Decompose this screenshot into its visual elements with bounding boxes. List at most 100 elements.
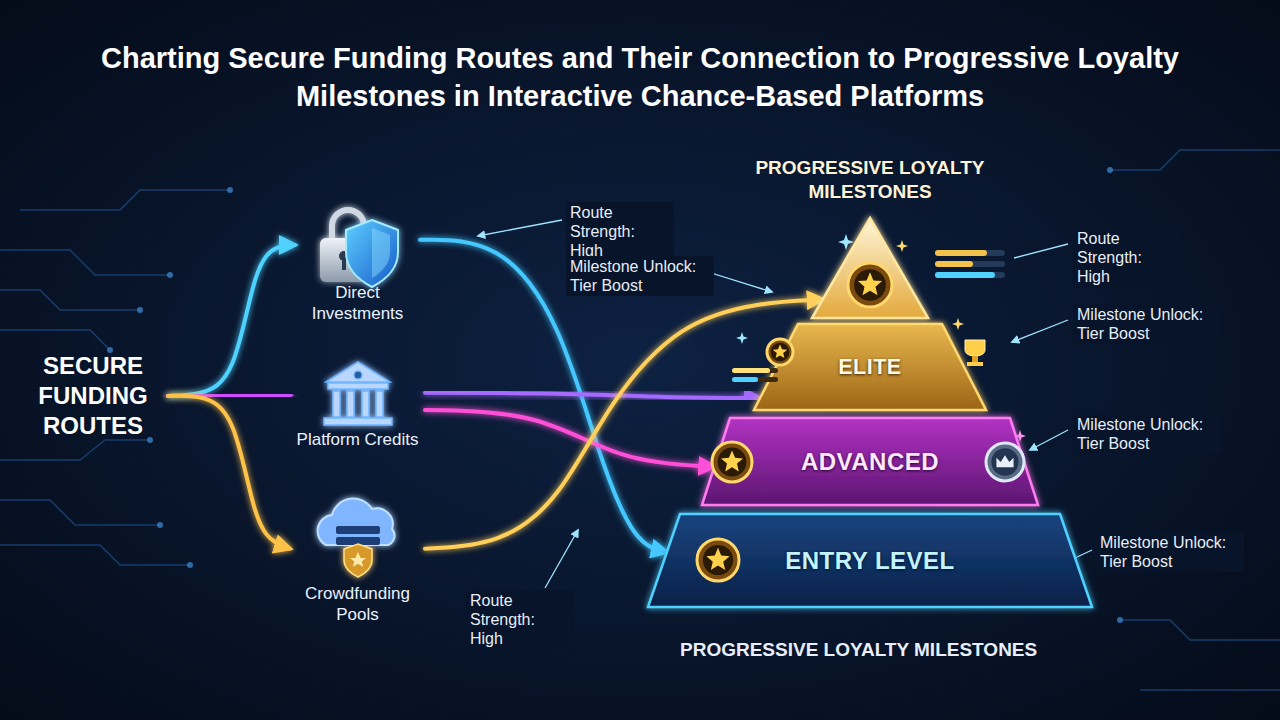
tier-badges bbox=[712, 442, 1024, 482]
circuit-dots-part bbox=[157, 522, 163, 528]
pyramid-top-tier: PROGRESSIVE LOYALTY MILESTONES bbox=[740, 150, 1000, 318]
progress-bars-part bbox=[935, 272, 995, 278]
badge-core bbox=[771, 343, 790, 362]
badge-core bbox=[991, 448, 1018, 475]
circuit-dots-part bbox=[137, 307, 143, 313]
progress-bars-part bbox=[935, 272, 1005, 278]
cloud-icon bbox=[318, 499, 395, 577]
cloud-icon-part bbox=[336, 526, 380, 534]
sparkles bbox=[736, 234, 1026, 442]
diagram-title: Charting Secure Funding Routes and Their… bbox=[40, 40, 1240, 115]
node-label: Direct Investments bbox=[295, 282, 420, 325]
pyramid-tier: ENTRY LEVEL bbox=[648, 514, 1092, 607]
trophy-stem bbox=[972, 356, 978, 362]
callout-label: Milestone Unlock: Tier Boost bbox=[1096, 532, 1244, 572]
star-icon bbox=[706, 548, 729, 570]
crown-icon bbox=[996, 455, 1013, 467]
callout-label: Route Strength: High bbox=[466, 590, 574, 650]
sparkles-part bbox=[896, 240, 908, 252]
circuit-lines-part bbox=[1120, 620, 1280, 640]
badge-ring bbox=[986, 443, 1024, 481]
callout-label: Milestone Unlock: Tier Boost bbox=[1073, 414, 1221, 454]
bank-icon-part bbox=[376, 391, 383, 417]
badge-ring bbox=[848, 263, 892, 307]
circuit-dots-part bbox=[1117, 617, 1123, 623]
circuit-lines-part bbox=[1110, 150, 1280, 170]
bank-icon bbox=[324, 362, 392, 425]
circuit-lines-part bbox=[0, 500, 160, 525]
bank-icon-part bbox=[354, 371, 362, 379]
cloud-icon-part bbox=[318, 499, 395, 545]
sparkles-part bbox=[736, 332, 748, 344]
badge-core bbox=[854, 269, 886, 301]
progress-bars-part bbox=[935, 261, 973, 267]
circuit-lines-part bbox=[0, 290, 140, 310]
circuit-lines-part bbox=[0, 440, 150, 460]
circuit-dots-part bbox=[187, 562, 193, 568]
circuit-lines-part bbox=[1140, 689, 1280, 691]
badge-ring bbox=[712, 442, 752, 482]
leader-lines-part bbox=[1014, 244, 1068, 258]
progress-bar bbox=[732, 368, 778, 373]
circuit-dots-part bbox=[167, 272, 173, 278]
leader-lines-part bbox=[1012, 320, 1068, 342]
bank-icon-part bbox=[326, 362, 390, 382]
trophy-base bbox=[967, 362, 983, 366]
badge-core bbox=[718, 448, 747, 477]
tier-outline bbox=[754, 324, 986, 410]
lock-shield-icon-part bbox=[372, 228, 390, 278]
lock-shield-icon-part bbox=[342, 258, 346, 270]
leader-lines-part bbox=[708, 272, 772, 292]
node-label: Platform Credits bbox=[290, 429, 425, 450]
callout-label: Route Strength: High bbox=[566, 202, 674, 262]
tier-name: ENTRY LEVEL bbox=[785, 547, 955, 575]
trophy-icon bbox=[965, 340, 985, 356]
bank-icon-part bbox=[324, 418, 392, 425]
badge-ring bbox=[697, 539, 739, 581]
flow-connector bbox=[168, 396, 290, 549]
tier-outline bbox=[702, 418, 1038, 505]
callout-label: Route Strength: High bbox=[1073, 228, 1181, 288]
badge-ring bbox=[767, 339, 793, 365]
tier-badges bbox=[848, 263, 892, 307]
callout-label: Milestone Unlock: Tier Boost bbox=[566, 256, 714, 296]
circuit-dots-part bbox=[1107, 167, 1113, 173]
star-icon bbox=[721, 450, 743, 471]
circuit-dots bbox=[107, 167, 1123, 623]
progress-bars-part bbox=[935, 261, 1005, 267]
tier-outline bbox=[812, 218, 928, 318]
circuit-dots-part bbox=[147, 437, 153, 443]
node-label: SECURE FUNDING ROUTES bbox=[18, 351, 168, 441]
progress-bar bbox=[732, 377, 778, 382]
leader-lines-part bbox=[1030, 430, 1068, 450]
tier-name: ADVANCED bbox=[801, 448, 939, 476]
flow-connector bbox=[425, 393, 760, 398]
flow-connector bbox=[425, 410, 714, 467]
sparkles-part bbox=[952, 318, 964, 330]
circuit-lines-part bbox=[0, 545, 190, 565]
pyramid-tier: ADVANCED bbox=[702, 418, 1038, 505]
lock-shield-icon-part bbox=[346, 220, 398, 287]
route-source: SECURE FUNDING ROUTES bbox=[18, 345, 168, 447]
circuit-lines-part bbox=[0, 330, 110, 350]
bank-icon-part bbox=[362, 391, 369, 417]
bank-icon-part bbox=[333, 391, 340, 417]
callout-label: Milestone Unlock: Tier Boost bbox=[1073, 304, 1221, 344]
funding-route: Crowdfunding Pools bbox=[290, 505, 425, 634]
circuit-lines-part bbox=[0, 250, 170, 275]
tier-badges bbox=[697, 539, 739, 581]
badge-core bbox=[703, 545, 733, 575]
tier-outline bbox=[648, 514, 1092, 607]
funding-route: Platform Credits bbox=[290, 355, 425, 477]
bank-icon-part bbox=[328, 383, 388, 389]
circuit-lines bbox=[0, 150, 1280, 690]
tier-name: ELITE bbox=[838, 355, 901, 380]
flow-connector bbox=[168, 245, 295, 396]
circuit-dots-part bbox=[227, 187, 233, 193]
star-icon bbox=[858, 272, 882, 295]
bank-icon-part bbox=[347, 391, 354, 417]
cloud-icon-part bbox=[350, 552, 366, 567]
leader-lines-part bbox=[478, 220, 562, 236]
